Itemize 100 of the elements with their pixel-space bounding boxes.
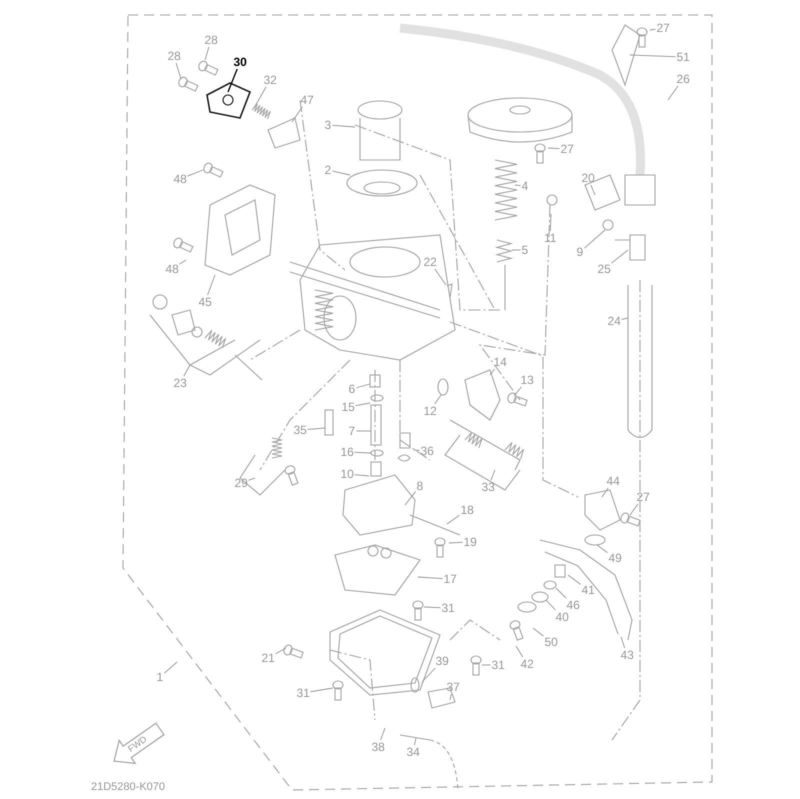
callout-number: 31 — [296, 686, 310, 700]
leader-line — [307, 428, 326, 430]
leader-line — [532, 628, 544, 637]
leader-line — [611, 250, 628, 264]
callout-number: 9 — [576, 245, 584, 259]
callout-number: 50 — [544, 635, 558, 649]
callout-number: 27 — [656, 21, 670, 35]
callout-number: 26 — [676, 72, 690, 86]
leader-line — [556, 588, 566, 598]
leader-line — [514, 386, 522, 396]
leader-line — [448, 542, 463, 544]
callout-number: 40 — [556, 610, 569, 624]
callout-number: 35 — [294, 423, 307, 437]
leader-line — [187, 170, 204, 177]
leader-line — [602, 488, 609, 498]
callout-number: 33 — [482, 480, 495, 494]
callout-number: 39 — [436, 654, 449, 668]
leader-line — [630, 504, 638, 516]
callout-number: 11 — [544, 231, 556, 245]
leader-line — [668, 86, 678, 100]
leader-line — [207, 274, 216, 296]
leader-line — [450, 694, 452, 700]
leader-line — [179, 260, 186, 265]
leader-line — [514, 184, 521, 186]
leader-line — [204, 46, 210, 60]
leader-line — [164, 662, 178, 674]
callout-number: 29 — [234, 476, 248, 490]
leader-line — [176, 62, 182, 80]
callout-number: 28 — [168, 49, 181, 63]
callout-number: 19 — [464, 535, 477, 549]
callout-number: 23 — [174, 376, 187, 390]
callout-number: 51 — [676, 50, 690, 64]
leader-line — [332, 170, 350, 176]
callout-number: 28 — [204, 33, 218, 47]
callout-number: 8 — [416, 479, 424, 493]
leader-line — [424, 606, 441, 608]
callout-number: 27 — [560, 142, 574, 156]
callout-number: 24 — [608, 314, 621, 328]
callout-number: 45 — [198, 295, 212, 309]
leader-line — [183, 364, 190, 376]
callout-number: 22 — [424, 255, 437, 269]
leader-line — [568, 574, 581, 585]
leader-line — [418, 576, 443, 579]
leader-line — [482, 664, 491, 666]
callout-number: 12 — [424, 404, 437, 418]
leader-line — [354, 474, 370, 476]
leader-line — [621, 318, 628, 320]
callout-number: 3 — [324, 118, 332, 132]
callout-number: 15 — [342, 400, 355, 414]
leader-line — [434, 268, 446, 286]
leader-line — [490, 470, 496, 480]
leader-line — [490, 368, 496, 376]
leader-line — [355, 402, 370, 406]
leader-line — [332, 124, 356, 128]
leader-line — [548, 148, 560, 150]
callout-number: 38 — [372, 740, 385, 754]
callout-number: 44 — [606, 474, 620, 488]
callout-number: 13 — [520, 373, 534, 387]
callout-number: 36 — [420, 444, 434, 458]
callout-number: 7 — [348, 424, 356, 438]
callout-number: 18 — [460, 503, 474, 517]
callout-number: 5 — [522, 243, 528, 257]
leader-line — [310, 688, 334, 692]
leader-line — [590, 184, 596, 196]
callout-number: 27 — [636, 490, 650, 504]
callout-number: 31 — [492, 658, 505, 672]
leader-line — [356, 430, 372, 432]
callout-number: 1 — [156, 670, 164, 684]
callout-number: 16 — [340, 445, 354, 459]
callout-number: 2 — [324, 163, 332, 177]
leader-line — [650, 28, 656, 30]
callout-number: 4 — [522, 179, 528, 193]
leader-line — [248, 478, 256, 481]
leader-line — [404, 491, 416, 506]
leader-line — [434, 394, 442, 404]
callout-number: 46 — [566, 598, 580, 612]
leader-line — [630, 54, 676, 58]
leader-line — [254, 86, 266, 108]
callout-number: 20 — [582, 171, 595, 185]
drawing-number: 21D5280-K070 — [91, 781, 166, 793]
callout-number: 42 — [520, 657, 534, 671]
callout-number: 10 — [340, 467, 354, 481]
leader-line — [356, 384, 370, 388]
leader-line — [227, 68, 238, 92]
leader-line — [546, 600, 556, 610]
callout-number: 21 — [262, 651, 275, 665]
callout-number: 41 — [582, 583, 595, 597]
leader-line — [620, 636, 626, 648]
leader-line — [550, 214, 552, 232]
callout-number: 25 — [598, 262, 611, 276]
callout-number: 14 — [494, 355, 507, 369]
callout-number: 31 — [442, 601, 455, 615]
leader-line — [414, 450, 420, 451]
callout-number: 17 — [444, 572, 457, 586]
leader-line — [446, 514, 460, 524]
leader-line — [414, 738, 416, 746]
callout-number: 43 — [620, 648, 634, 662]
leader-line — [275, 648, 286, 654]
leader-line — [292, 106, 303, 122]
callout-number: 49 — [608, 551, 622, 565]
